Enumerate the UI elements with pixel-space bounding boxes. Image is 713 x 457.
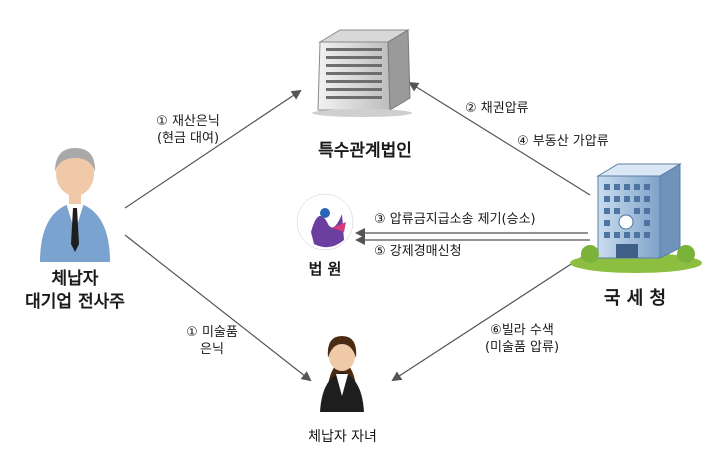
edge-label-debtor-to-company-line2: (현금 대여) — [156, 131, 220, 146]
child-woman-icon — [320, 336, 364, 412]
arrow-debtor-to-company — [124, 89, 302, 209]
court-seal-icon — [296, 193, 354, 251]
debtor-label-line1: 체납자 — [51, 269, 99, 289]
edge-label-seizure-of-claims: ② 채권압류 — [465, 101, 529, 116]
edge-label-lawsuit: ③ 압류금지급소송 제기(승소) — [374, 212, 536, 227]
debtor-label: 체납자 대기업 전사주 — [10, 268, 140, 314]
child-label: 체납자 자녀 — [308, 429, 377, 445]
edge-label-nts-to-child: ⑥빌라 수색 (미술품 압류) — [472, 322, 572, 356]
office-building-icon — [312, 29, 412, 117]
nts-label: 국 세 청 — [603, 288, 667, 309]
edge-label-debtor-to-child-line1: ① 미술품 — [186, 325, 238, 340]
edge-label-nts-to-child-line1: ⑥빌라 수색 — [490, 323, 554, 338]
edge-label-debtor-to-company-line1: ① 재산은닉 — [156, 114, 220, 129]
court-label: 법 원 — [308, 260, 342, 278]
edge-label-debtor-to-company: ① 재산은닉 (현금 대여) — [138, 113, 238, 147]
arrow-nts-to-company — [408, 81, 591, 196]
debtor-man-icon — [40, 148, 110, 262]
edge-label-provisional-seizure: ④ 부동산 가압류 — [517, 134, 609, 149]
edge-label-debtor-to-child: ① 미술품 은닉 — [172, 324, 252, 358]
debtor-label-line2: 대기업 전사주 — [25, 292, 125, 312]
edge-label-debtor-to-child-line2: 은닉 — [200, 342, 224, 357]
arrow-nts-to-child — [391, 254, 586, 382]
arrow-debtor-to-child — [124, 234, 312, 382]
nts-building-icon — [570, 163, 702, 273]
edge-label-auction: ⑤ 강제경매신청 — [374, 244, 462, 259]
company-label: 특수관계법인 — [318, 141, 412, 161]
edge-label-nts-to-child-line2: (미술품 압류) — [484, 340, 560, 355]
